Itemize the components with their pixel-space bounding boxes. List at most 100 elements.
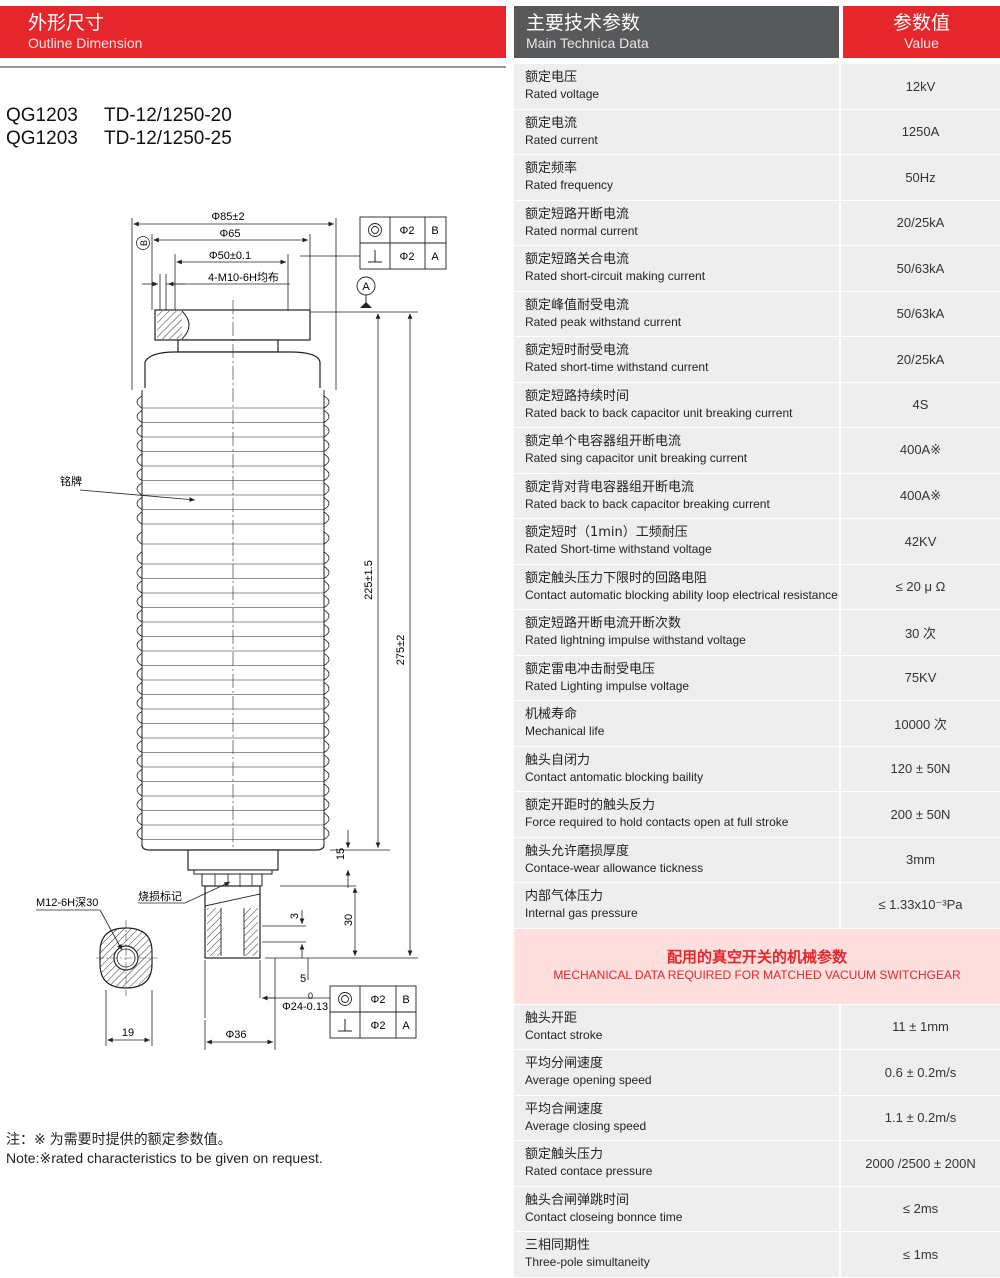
value-cell: 1.1 ± 0.2m/s (841, 1095, 1000, 1140)
outline-header: 外形尺寸 Outline Dimension (0, 6, 506, 58)
param-name-zh: 平均分闸速度 (525, 1056, 604, 1071)
tol-value: Φ2 (371, 994, 386, 1006)
tech-header: 主要技术参数 Main Technica Data 参数值 Value (514, 6, 1000, 58)
param-name-zh: 额定峰值耐受电流 (525, 297, 630, 313)
table-row: 额定短时（1min）工频耐压 Rated Short-time withstand… (514, 519, 1000, 565)
outline-drawing: Φ85±2 Φ65 Φ50±0.1 4-M10-6H均布 B Φ2 B Φ2 A (36, 211, 447, 1050)
param-name-zh: 触头自闭力 (525, 752, 591, 768)
param-name-en: Rated back to back capacitor unit breaki… (525, 405, 793, 420)
param-name-en: Rated contace pressure (525, 1164, 653, 1178)
value-header: 参数值 Value (843, 6, 1000, 58)
tolerance-frame-top: Φ2 B Φ2 A (359, 216, 447, 270)
model-type: TD-12/1250-25 (104, 128, 232, 149)
value-cell: 20/25kA (841, 337, 1000, 382)
dim-d24: Φ24-0.13 (282, 1001, 328, 1013)
param-name-en: Internal gas pressure (525, 906, 638, 920)
param-name-en: Average closing speed (525, 1118, 647, 1133)
param-name-zh: 额定触头压力下限时的回路电阻 (525, 570, 708, 586)
param-name-en: Three-pole simultaneity (525, 1255, 650, 1269)
datum-a: A (356, 276, 376, 308)
header-divider (0, 66, 506, 68)
perpendicularity-icon (338, 1019, 352, 1032)
dim-d36: Φ36 (225, 1029, 246, 1041)
tol-ref: A (402, 1020, 410, 1032)
datum-b-icon (136, 236, 150, 250)
param-cell: 额定短路开断电流开断次数 Rated lightning impulse with… (514, 610, 841, 655)
param-name-zh: 额定短路开断电流 (525, 206, 630, 222)
outline-section: 外形尺寸 Outline Dimension QG1203 TD-12/1250… (0, 6, 506, 1166)
param-cell: 额定短时（1min）工频耐压 Rated Short-time withstand… (514, 519, 841, 564)
value-cell: 3mm (841, 837, 1000, 882)
dim-275: 275±2 (395, 635, 407, 666)
dim-3: 3 (289, 913, 301, 919)
param-name-zh: 额定电压 (525, 70, 578, 85)
param-name-en: Rated voltage (525, 87, 600, 101)
param-name-en: Rated Short-time withstand voltage (525, 542, 712, 556)
param-name-zh: 额定开距时的触头反力 (525, 798, 656, 813)
value-cell: 50Hz (841, 155, 1000, 200)
tolerance-frame-bottom: Φ2 B Φ2 A (329, 985, 417, 1039)
param-name-zh: 额定短时（1min）工频耐压 (525, 525, 688, 540)
param-name-zh: 额定短时耐受电流 (525, 343, 630, 358)
value-title-en: Value (904, 35, 939, 51)
param-name-zh: 触头合闸弹跳时间 (525, 1192, 630, 1208)
concentricity-icon (338, 992, 352, 1006)
param-name-zh: 额定雷电冲击耐受电压 (525, 661, 656, 677)
footnote-zh: 注：※ 为需要时提供的额定参数值。 (6, 1131, 232, 1147)
param-name-en: Rated sing capacitor unit breaking curre… (525, 451, 748, 465)
param-name-en: Contace-wear allowance tickness (525, 860, 704, 875)
rod-end-view (96, 920, 158, 996)
param-name-en: Rated Lighting impulse voltage (525, 678, 690, 693)
table-row: 额定短路开断电流开断次数 Rated lightning impulse with… (514, 610, 1000, 656)
param-name-en: Rated peak withstand current (525, 314, 682, 329)
concentricity-icon (368, 223, 382, 237)
model-code: QG1203 (6, 105, 78, 126)
tol-ref: B (402, 994, 409, 1006)
mech-title-zh: 配用的真空开关的机械参数 (666, 947, 847, 966)
param-name-en: Rated lightning impulse withstand voltag… (525, 633, 746, 647)
param-name-zh: 三相同期性 (525, 1238, 591, 1253)
param-name-zh: 额定短路关合电流 (525, 252, 630, 267)
param-name-zh: 触头允许磨损厚度 (525, 843, 630, 859)
value-cell: ≤ 2ms (841, 1186, 1000, 1231)
dim-d65: Φ65 (219, 228, 240, 240)
model-row: QG1203 TD-12/1250-25 (6, 127, 232, 150)
tol-ref: A (431, 251, 439, 263)
mech-title-en: MECHANICAL DATA REQUIRED FOR MATCHED VAC… (553, 967, 961, 982)
value-cell: 400A※ (841, 473, 1000, 518)
param-name-en: Rated frequency (525, 178, 614, 192)
dim-30: 30 (343, 914, 355, 926)
wear-mark-label: 烧损标记 (138, 889, 182, 903)
value-cell: 400A※ (841, 428, 1000, 473)
param-name-zh: 额定短路开断电流开断次数 (525, 616, 682, 631)
dim-d50: Φ50±0.1 (209, 250, 251, 262)
model-type: TD-12/1250-20 (104, 105, 232, 126)
param-name-zh: 额定电流 (525, 115, 578, 131)
param-name-en: Force required to hold contacts open at … (525, 815, 789, 829)
param-header: 主要技术参数 Main Technica Data (514, 6, 839, 58)
outline-title-en: Outline Dimension (28, 35, 143, 51)
param-name-zh: 平均合闸速度 (525, 1101, 604, 1117)
param-name-zh: 触头开距 (525, 1010, 578, 1026)
